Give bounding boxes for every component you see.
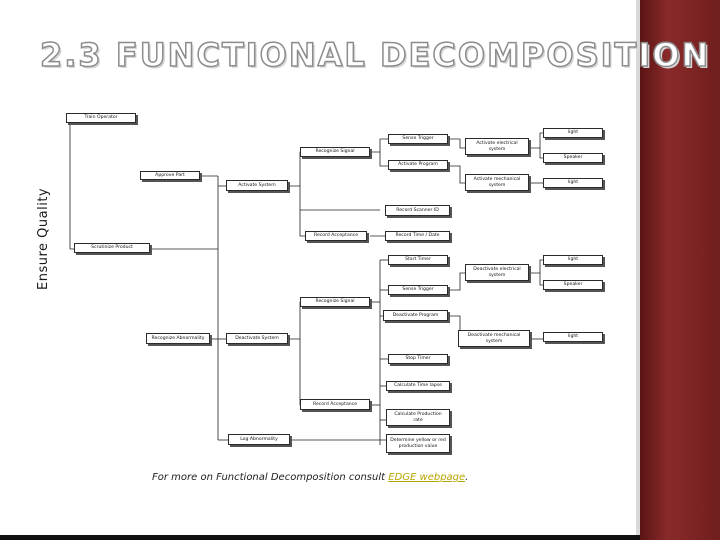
slide-edge <box>636 0 640 540</box>
node-determine-yellow-red: Determine yellow or red production value <box>386 434 450 453</box>
node-activate-program: Activate Program <box>388 160 448 170</box>
node-sense-trigger-2: Sense Trigger <box>388 285 448 295</box>
footer-text: For more on Functional Decomposition con… <box>152 472 389 483</box>
footer-suffix: . <box>465 472 469 483</box>
node-sense-trigger-1: Sense Trigger <box>388 134 448 144</box>
node-recognize-signal-2: Recognize Signal <box>300 297 370 307</box>
node-calculate-time-lapse: Calculate Time lapse <box>386 381 450 391</box>
decorative-side-band <box>640 0 720 540</box>
node-recognize-signal-1: Recognize Signal <box>300 147 370 157</box>
node-speaker-1: Speaker <box>543 153 603 163</box>
node-activate-mechanical: Activate mechanical system <box>465 174 529 191</box>
node-record-acceptance: Record Acceptance <box>305 231 367 241</box>
node-approve-part: Approve Part <box>140 171 200 180</box>
node-light-2: light <box>543 178 603 188</box>
footer-note: For more on Functional Decomposition con… <box>152 472 468 483</box>
page-title: 2.3 FUNCTIONAL DECOMPOSITION <box>39 35 711 75</box>
node-stop-timer: Stop Timer <box>388 354 448 364</box>
node-record-time-date: Record Time / Date <box>385 231 450 241</box>
node-recognize-abnormality: Recognize Abnormality <box>146 333 210 344</box>
connector-lines <box>66 120 545 445</box>
node-scrutinize-product: Scrutinize Product <box>74 243 150 253</box>
node-deactivate-program: Deactivate Program <box>383 310 448 321</box>
bottom-bar <box>0 535 640 540</box>
slide-canvas <box>0 0 640 540</box>
node-record-acceptance-2: Record Acceptance <box>300 399 370 410</box>
node-start-timer: Start Timer <box>388 255 448 265</box>
node-light-1: light <box>543 128 603 138</box>
node-log-abnormality: Log Abnormality <box>228 434 290 445</box>
node-light-3: light <box>543 255 603 265</box>
node-record-scanner-id: Record Scanner ID <box>385 205 450 216</box>
node-calculate-production-rate: Calculate Production rate <box>386 409 450 426</box>
node-deactivate-mechanical: Deactivate mechanical system <box>458 330 530 347</box>
node-speaker-2: Speaker <box>543 280 603 290</box>
node-deactivate-electrical: Deactivate electrical system <box>465 264 529 281</box>
node-train-operator: Train Operator <box>66 113 136 123</box>
node-activate-electrical: Activate electrical system <box>465 138 529 155</box>
edge-webpage-link[interactable]: EDGE webpage <box>388 472 466 483</box>
node-activate-system: Activate System <box>226 180 288 191</box>
node-light-4: light <box>543 332 603 342</box>
node-deactivate-system: Deactivate System <box>226 333 288 344</box>
